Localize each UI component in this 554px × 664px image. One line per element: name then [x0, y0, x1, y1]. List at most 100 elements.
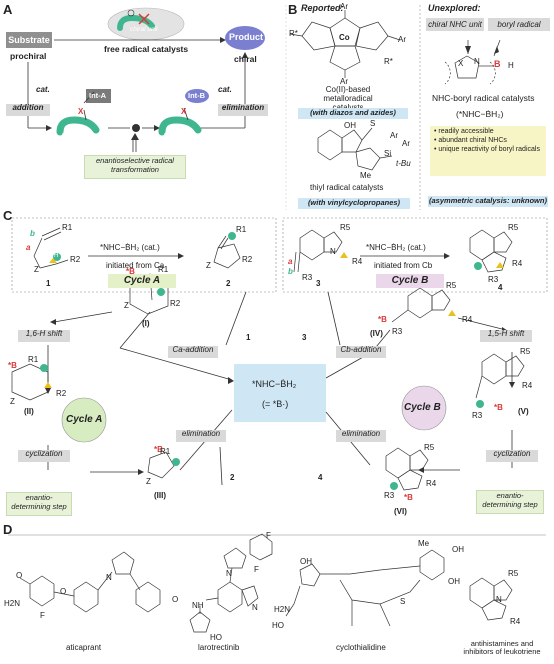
panel-c-letter: C [3, 208, 13, 223]
c3-num: 3 [316, 279, 321, 288]
int-iv-r5: R5 [446, 281, 457, 290]
x-label-a: X [78, 107, 84, 116]
num-2-path: 2 [230, 473, 235, 482]
chiral-unit-label-b: chiral unit [164, 131, 192, 138]
c1-z: Z [34, 265, 39, 274]
reagent-a: *NHC−ḂH₂ (cat.) [100, 243, 160, 252]
chiral-unit-label-a: chiral unit [62, 131, 90, 138]
aticaprant-o2: O [60, 587, 67, 596]
int-iii-z: Z [146, 477, 151, 486]
chiral-label: chiral [234, 54, 257, 64]
int-ii-r1: R1 [28, 355, 39, 364]
cyclo-ho: HO [272, 621, 284, 630]
int-v-bstar: *B [494, 403, 503, 412]
int-ii-r2: R2 [56, 389, 67, 398]
panel-a-letter: A [3, 2, 13, 17]
init-b: initiated from Cb [374, 261, 433, 270]
elimination-box-cb: elimination [336, 429, 386, 442]
si-label: Si [384, 149, 392, 158]
bullet-1: • readily accessible [434, 128, 494, 135]
anti-r5: R5 [508, 569, 519, 578]
substrate-box: Substrate [6, 32, 52, 48]
roman-ii: (II) [24, 407, 34, 416]
int-iii-r1: R1 [160, 447, 171, 456]
asym-box: (asymmetric catalysis: unknown) [428, 196, 548, 207]
boryl-b: B [494, 59, 501, 69]
laro-nh: NH [192, 601, 204, 610]
cyclization-box-b: cyclization [486, 449, 538, 462]
c1-b: b [30, 229, 35, 238]
c2-r2: R2 [242, 255, 253, 264]
cb-addition-box: Cb-addition [336, 345, 386, 358]
c4-num: 4 [498, 283, 503, 292]
int-i-bstar: *B [126, 267, 135, 276]
ar-bottom: Ar [340, 77, 348, 86]
aticaprant-o1: O [16, 571, 23, 580]
roman-v: (V) [518, 407, 529, 416]
int-ii-bstar: *B [8, 361, 17, 370]
c3-r4: R4 [352, 257, 363, 266]
int-vi-r3: R3 [384, 491, 395, 500]
nhc-n: N [474, 57, 480, 66]
compound-antihistamines: antihistamines and inhibitors of leukotr… [463, 639, 541, 657]
enantioselective-box: enantioselective radical transformation [84, 155, 186, 179]
c2-num: 2 [226, 279, 231, 288]
c4-r3: R3 [488, 275, 499, 284]
bullet-2-text: abundant chiral NHCs [438, 136, 507, 144]
cyclo-oh3: OH [448, 577, 460, 586]
bullet-1-text: readily accessible [438, 128, 494, 135]
c3-b: b [288, 267, 293, 276]
cyclo-s: S [400, 597, 406, 606]
c4-r4: R4 [512, 259, 523, 268]
int-vi-r5: R5 [424, 443, 435, 452]
center-bot: (= *B·) [262, 399, 289, 409]
bullet-3: • unique reactivity of boryl radicals [434, 145, 540, 153]
int-iii-bstar: *B [154, 445, 163, 454]
chiral-unit-label-top: chiral unit [130, 26, 158, 33]
features-box: • readily accessible • abundant chiral N… [430, 126, 546, 176]
tbu-label: t-Bu [396, 159, 411, 168]
center-top: *NHC−ḂH₂ [252, 379, 297, 389]
c1-r1: R1 [62, 223, 73, 232]
cat-left-label: cat. [36, 85, 50, 94]
int-iv-r4: R4 [462, 315, 473, 324]
panel-d-letter: D [3, 522, 13, 537]
aticaprant-n: N [106, 573, 112, 582]
oh-label: OH [344, 121, 356, 130]
c3-r3: R3 [302, 273, 313, 282]
int-iv-bstar: *B [378, 315, 387, 324]
ca-addition-box: Ca-addition [168, 345, 218, 358]
int-vi-r4: R4 [426, 479, 437, 488]
diazos-box: (with diazos and azides) [298, 108, 408, 119]
c3-n: N [330, 247, 336, 256]
co-center: Co [339, 33, 350, 42]
cyclization-box-a: cyclization [18, 449, 70, 462]
boryl-h: H [508, 61, 514, 70]
int-i-r1: R1 [158, 265, 169, 274]
ar-right: Ar [398, 35, 406, 44]
vinylcyclo-box: (with vinylcyclopropanes) [298, 198, 410, 209]
c3-r5: R5 [340, 223, 351, 232]
num-3-path: 3 [302, 333, 307, 342]
co-label: Co(II)-based metalloradical catalysts [323, 85, 373, 112]
anti-r4: R4 [510, 617, 521, 626]
nhc-boryl-label: NHC-boryl radical catalysts [432, 93, 535, 103]
panel-b-letter: B [288, 2, 298, 17]
int-ii-z: Z [10, 397, 15, 406]
laro-n2: N [252, 603, 258, 612]
int-vi-bstar: *B [404, 493, 413, 502]
c1-a: a [26, 243, 31, 252]
r-star-left: R* [289, 29, 298, 38]
boryl-radical-text: boryl radical [497, 20, 541, 29]
aticaprant-h2n: H2N [4, 599, 21, 608]
nhc-formula: (*NHC−ḂH₂) [456, 109, 504, 119]
elimination-box-a: elimination [218, 103, 268, 116]
enantio-det-b: enantio-determining step [476, 490, 544, 514]
ar-si-1: Ar [390, 131, 398, 140]
int-i-z: Z [124, 301, 129, 310]
thiyl-label: thiyl radical catalysts [310, 183, 384, 192]
bullet-3-text: unique reactivity of boryl radicals [438, 145, 540, 153]
boryl-radical-box: boryl radical [488, 18, 550, 31]
